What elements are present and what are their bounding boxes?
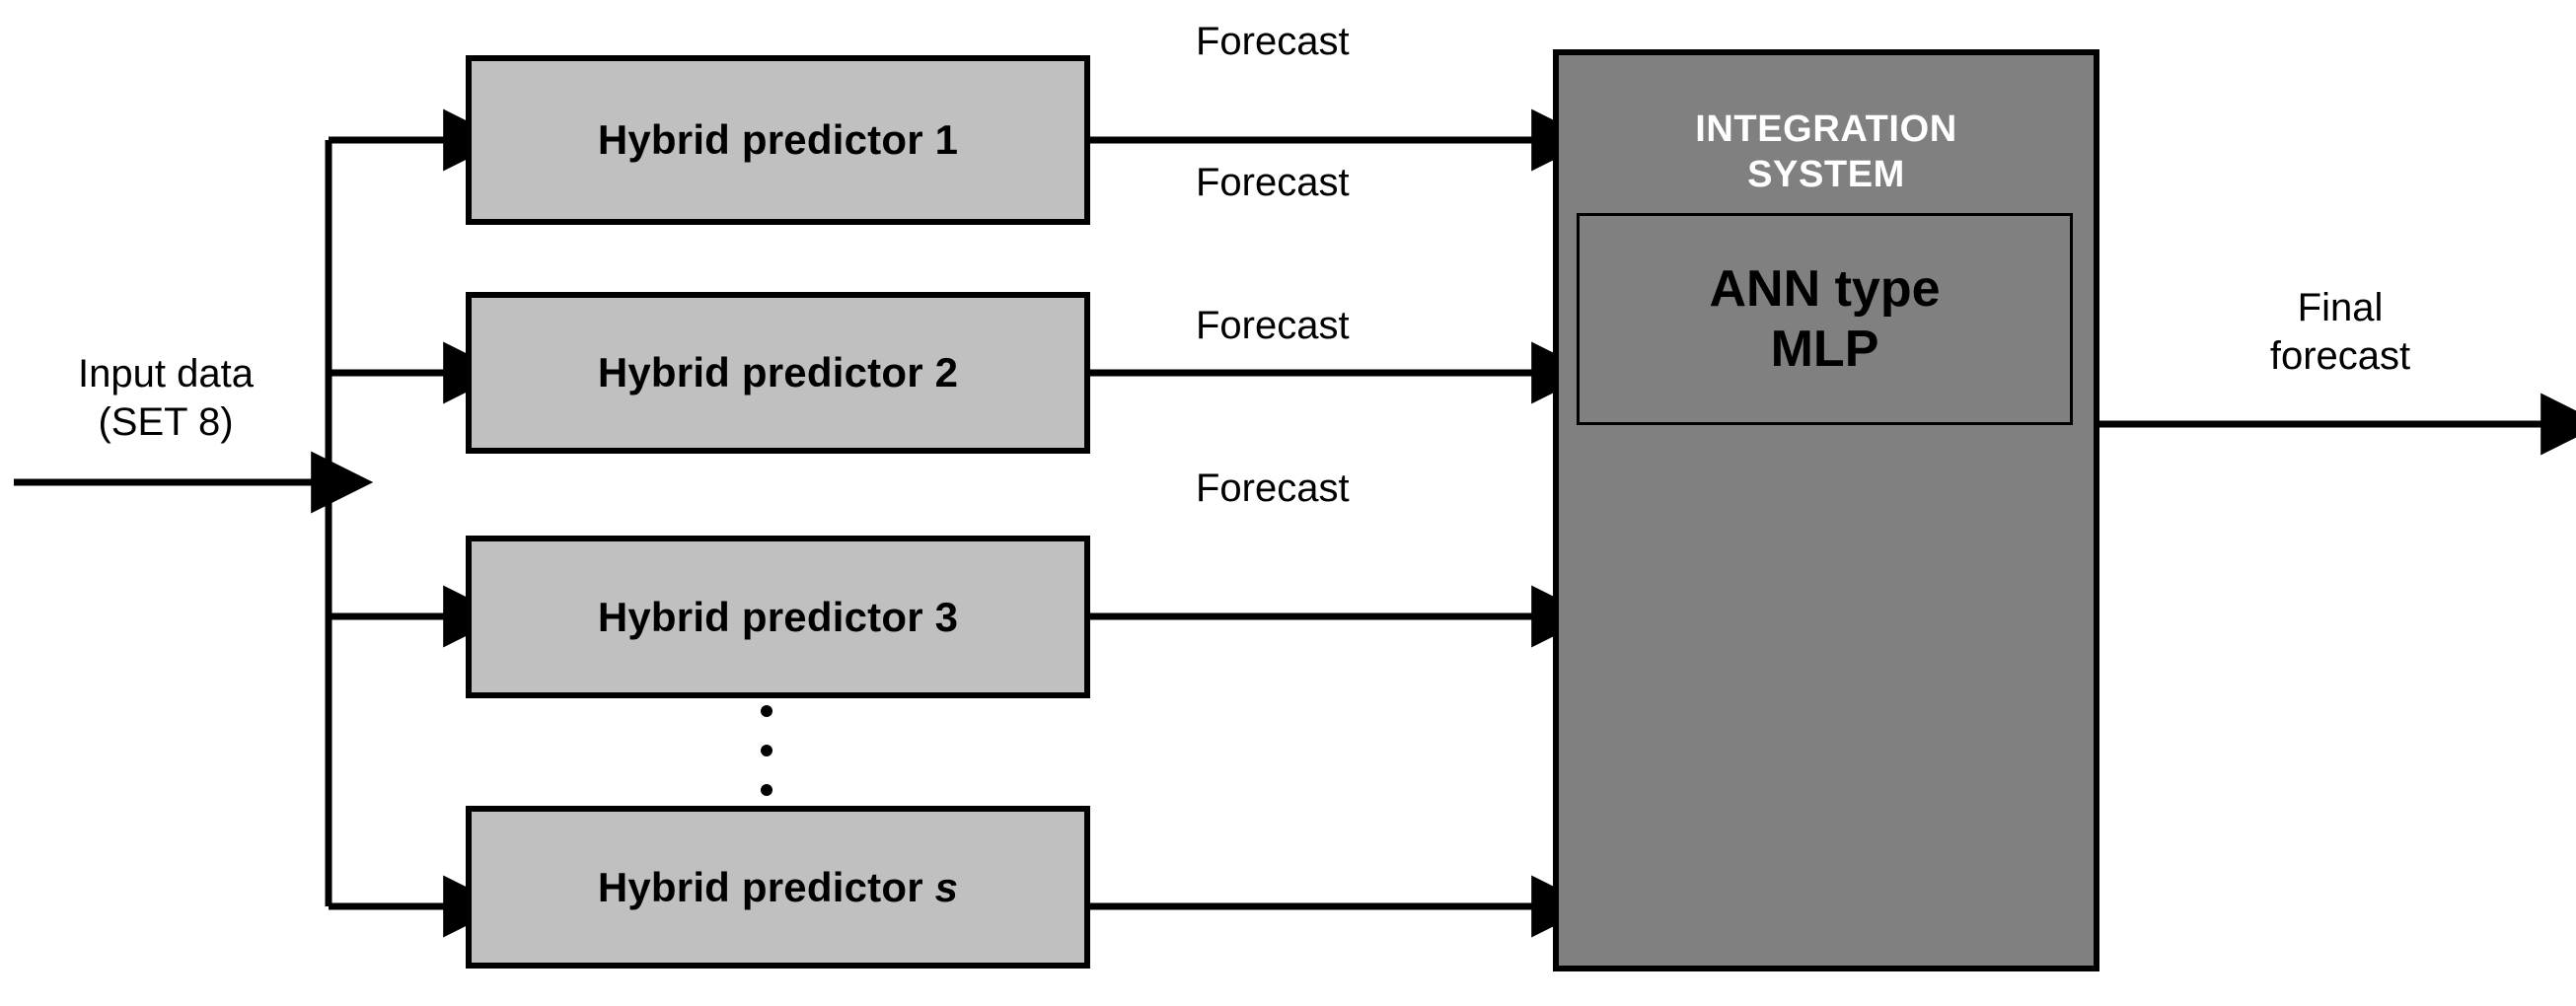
- ann-mlp-label-line2: MLP: [1770, 320, 1879, 378]
- integration-system-title: INTEGRATION SYSTEM: [1559, 107, 2094, 198]
- predictor-label-3: Hybrid predictor 3: [597, 593, 959, 640]
- predictor-label-2: Hybrid predictor 2: [597, 349, 959, 395]
- input-data-label-line2: (SET 8): [98, 399, 234, 444]
- ann-mlp-box[interactable]: ANN type MLP: [1577, 213, 2073, 425]
- input-data-label: Input data (SET 8): [28, 350, 304, 447]
- ellipsis-dot: [760, 705, 773, 717]
- ann-mlp-label: ANN type MLP: [1709, 259, 1940, 379]
- ellipsis-dot: [760, 745, 773, 756]
- final-forecast-label-line1: Final: [2297, 286, 2384, 329]
- predictor-label-1: Hybrid predictor 1: [597, 116, 959, 163]
- integration-system-box[interactable]: INTEGRATION SYSTEM ANN type MLP: [1553, 49, 2099, 971]
- predictor-box-s[interactable]: Hybrid predictor s: [466, 806, 1090, 969]
- final-forecast-label: Final forecast: [2192, 284, 2488, 381]
- ann-mlp-label-line1: ANN type: [1709, 260, 1941, 319]
- predictor-label-s: Hybrid predictor s: [597, 863, 959, 910]
- ellipsis-dot: [760, 784, 773, 796]
- forecast-label-s: Forecast: [1196, 467, 1350, 510]
- forecast-label-2: Forecast: [1196, 161, 1350, 204]
- forecast-label-3: Forecast: [1196, 304, 1350, 347]
- forecast-label-1: Forecast: [1196, 20, 1350, 63]
- predictor-box-2[interactable]: Hybrid predictor 2: [466, 292, 1090, 454]
- predictor-box-3[interactable]: Hybrid predictor 3: [466, 536, 1090, 698]
- integration-title-line1: INTEGRATION: [1695, 108, 1957, 150]
- predictor-box-1[interactable]: Hybrid predictor 1: [466, 55, 1090, 225]
- final-forecast-label-line2: forecast: [2269, 333, 2411, 378]
- input-data-label-line1: Input data: [78, 352, 254, 395]
- integration-title-line2: SYSTEM: [1747, 154, 1905, 196]
- vertical-ellipsis-icon: [454, 705, 1078, 796]
